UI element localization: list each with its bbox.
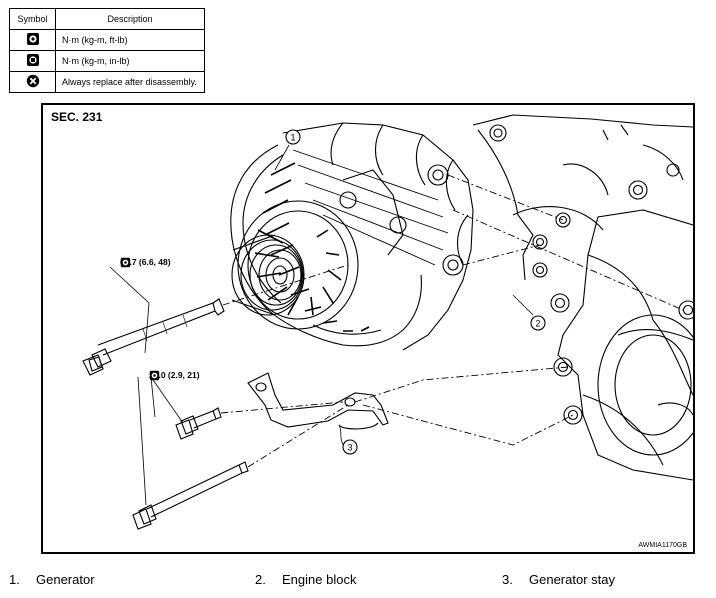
part-item: 1. Generator xyxy=(9,572,95,587)
torque-wrench-in-lb-icon xyxy=(26,54,39,66)
legend-row: Always replace after disassembly. xyxy=(9,71,205,93)
torque-spec-upper: 64.7 (6.6, 48) xyxy=(120,257,171,268)
legend-header-row: Symbol Description xyxy=(9,8,205,30)
diagram-drawing: 1 2 3 xyxy=(82,114,693,530)
engine-block xyxy=(472,114,693,481)
part-number: 3. xyxy=(502,572,513,587)
callout-3: 3 xyxy=(347,443,352,453)
legend-row: N·m (kg-m, in-lb) xyxy=(9,50,205,72)
long-bolt-lower xyxy=(132,461,249,530)
legend-description: N·m (kg-m, ft-lb) xyxy=(55,29,205,51)
torque-spec-lower: 28.0 (2.9, 21) xyxy=(149,370,200,381)
torque-wrench-icon xyxy=(120,257,131,268)
symbol-legend-table: Symbol Description N·m (kg-m, ft-lb) N·m… xyxy=(9,8,205,93)
callout-2: 2 xyxy=(535,319,540,329)
leader-lines xyxy=(109,144,534,506)
torque-value: 64.7 (6.6, 48) xyxy=(120,257,171,267)
exploded-diagram: SEC. 231 xyxy=(41,103,695,554)
long-bolt-upper xyxy=(82,298,225,376)
callouts xyxy=(285,129,546,455)
short-bolt xyxy=(175,407,222,440)
callout-1: 1 xyxy=(290,133,295,143)
legend-description: Always replace after disassembly. xyxy=(55,71,205,93)
part-item: 2. Engine block xyxy=(255,572,356,587)
figure-code: AWMIA1170GB xyxy=(638,542,687,549)
legend-description: N·m (kg-m, in-lb) xyxy=(55,50,205,72)
legend-header-description: Description xyxy=(55,8,205,30)
part-item: 3. Generator stay xyxy=(502,572,615,587)
part-number: 2. xyxy=(255,572,266,587)
torque-value: 28.0 (2.9, 21) xyxy=(149,370,200,380)
generator-stay xyxy=(247,372,389,430)
part-name: Generator xyxy=(36,572,95,587)
part-name: Generator stay xyxy=(529,572,615,587)
generator xyxy=(230,122,474,351)
replace-part-icon xyxy=(26,74,39,88)
torque-wrench-icon xyxy=(149,370,160,381)
legend-header-symbol: Symbol xyxy=(9,8,56,30)
legend-row: N·m (kg-m, ft-lb) xyxy=(9,29,205,51)
torque-wrench-icon xyxy=(26,33,39,45)
alignment-lines xyxy=(220,174,684,468)
part-name: Engine block xyxy=(282,572,357,587)
section-title: SEC. 231 xyxy=(51,110,103,124)
part-number: 1. xyxy=(9,572,20,587)
